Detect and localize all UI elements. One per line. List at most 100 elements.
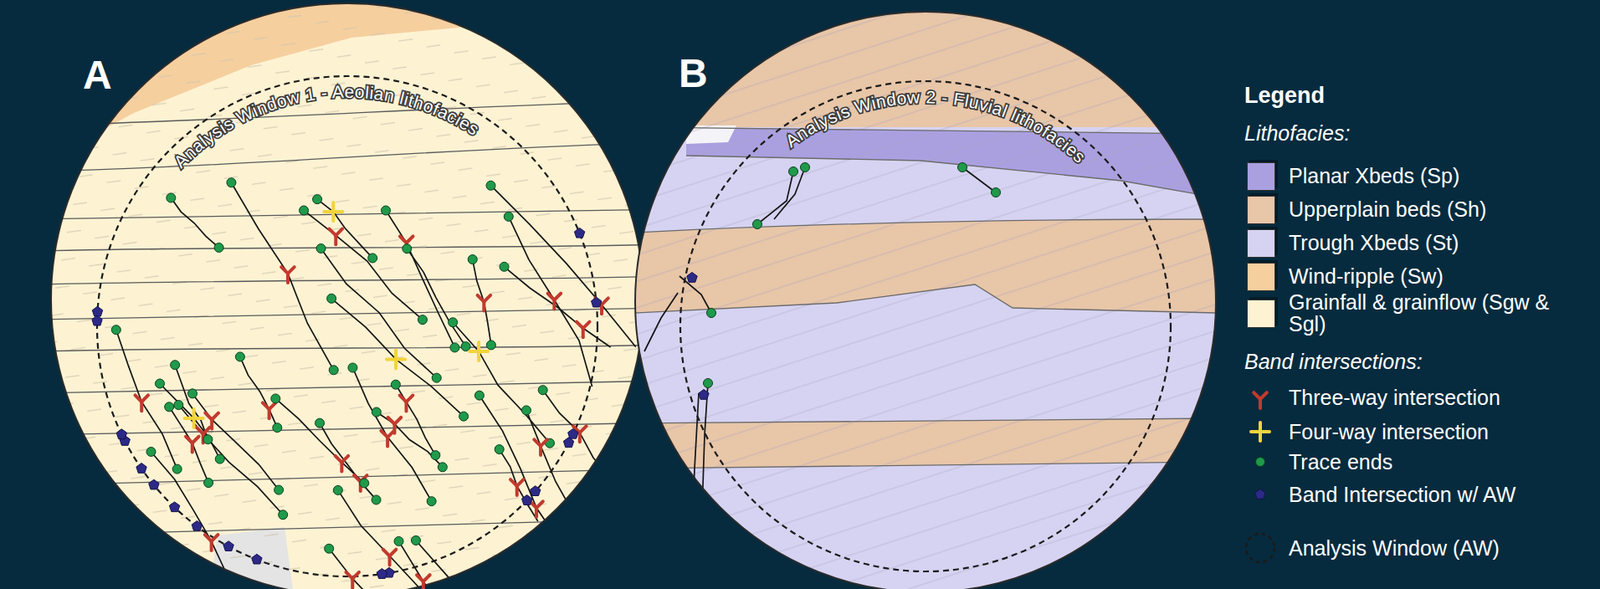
band-trace	[395, 384, 436, 456]
trace-end-dot	[467, 255, 477, 265]
legend-swatch	[1246, 229, 1276, 258]
arm	[583, 322, 590, 329]
trace-end-dot	[538, 385, 548, 395]
arm	[1260, 392, 1267, 400]
arm	[406, 235, 414, 243]
band-trace	[452, 322, 550, 443]
band-trace	[757, 171, 794, 225]
legend-text: Trough Xbeds (St)	[1288, 231, 1459, 254]
arm	[540, 439, 548, 447]
trace-end-dot	[503, 211, 513, 221]
trace-end-dot	[328, 365, 339, 375]
three-way-symbol	[185, 436, 200, 453]
trace-end-dot	[368, 253, 378, 263]
band-trace	[543, 389, 612, 480]
window-title: Analysis Window 1 - Aeolian lithofacies	[169, 82, 483, 172]
trace-end-dot	[146, 446, 156, 457]
band-trace	[169, 406, 209, 483]
trace-end-dot	[499, 261, 509, 272]
arm	[517, 479, 524, 487]
legend-heading: Band intersections:	[1244, 350, 1423, 373]
panel-outline	[635, 11, 1216, 589]
arm	[394, 417, 401, 425]
band-trace	[774, 167, 806, 220]
laminae	[635, 11, 1216, 589]
bounding-surface	[33, 380, 670, 394]
legend-swatch	[1246, 262, 1276, 292]
trace-end-dot	[235, 352, 245, 362]
arm	[141, 394, 149, 402]
aeolian-panel	[33, 0, 670, 589]
three-way-symbol	[533, 439, 548, 456]
band-trace	[962, 167, 996, 193]
legend-swatch	[1246, 162, 1276, 191]
three-way-symbol	[345, 572, 359, 589]
band-trace	[275, 398, 365, 483]
bounding-surface	[33, 518, 670, 536]
window-intersection-symbol	[1255, 489, 1266, 500]
window-intersection-symbol	[698, 389, 709, 400]
legend-swatch	[1246, 299, 1276, 329]
window-intersection-symbol	[687, 272, 698, 283]
analysis-panel: AAnalysis Window 1 - Aeolian lithofacies	[51, 3, 644, 589]
three-way-symbol	[205, 413, 219, 430]
legend-text: Band Intersection w/ AW	[1288, 483, 1516, 506]
arm	[352, 572, 359, 580]
trace-end-dot	[324, 543, 334, 554]
legend-text: Analysis Window (AW)	[1288, 537, 1500, 559]
trace-end-dot	[204, 478, 214, 488]
trace-end-dot	[459, 411, 469, 421]
arm	[476, 342, 481, 361]
arm	[483, 295, 491, 303]
band-trace	[479, 395, 560, 544]
arm	[211, 534, 219, 542]
window-intersection-symbol	[376, 569, 387, 580]
intersection-markers	[92, 163, 1001, 589]
window-intersection-symbol	[169, 502, 180, 513]
trace-end-dot	[327, 293, 337, 303]
window-intersection-symbol	[251, 553, 262, 565]
three-way-symbol	[380, 430, 395, 447]
window-intersection-symbol	[92, 306, 103, 317]
trough-xbeds	[635, 11, 1216, 589]
trace-end-dot	[271, 394, 281, 404]
band-trace	[319, 423, 377, 501]
three-way-symbol	[262, 402, 277, 419]
arm	[269, 402, 277, 410]
legend-symbol	[1241, 379, 1279, 416]
three-way-symbol	[281, 266, 295, 283]
trace-end-dot	[410, 535, 421, 545]
band-trace	[338, 490, 447, 589]
legend-text: Upperplain beds (Sh)	[1288, 198, 1487, 221]
bounding-surface	[33, 307, 670, 320]
trace-end-dot	[226, 178, 236, 188]
trace-end-dot	[448, 317, 458, 328]
trace-end-dot	[430, 451, 441, 461]
three-way-symbol	[576, 322, 590, 339]
trace-end-dot	[417, 315, 427, 325]
window-intersection-symbol	[148, 479, 159, 490]
three-way-symbol	[510, 479, 524, 496]
bed-boundaries	[635, 127, 1216, 469]
four-way-symbol	[1251, 422, 1270, 442]
band-trace	[406, 248, 466, 347]
title-path	[705, 102, 1146, 288]
three-way-symbol	[205, 534, 219, 551]
arm	[389, 549, 397, 557]
arm	[601, 297, 609, 305]
band-trace	[303, 210, 423, 321]
three-way-symbol	[548, 293, 562, 310]
panel-letter: B	[678, 53, 708, 94]
three-way-symbol	[328, 229, 343, 246]
band-trace	[178, 405, 283, 515]
window-title: Analysis Window 2 - Fluvial lithofacies	[781, 87, 1090, 167]
trace-end-dot	[172, 464, 182, 474]
trace-end-dot	[703, 379, 713, 389]
trace-end-dot	[426, 497, 436, 507]
window-intersection-symbol	[563, 437, 574, 448]
window-intersection-symbol	[191, 521, 202, 532]
trace-end-dot	[381, 205, 391, 216]
band-trace	[151, 451, 227, 575]
trace-end-dot	[299, 205, 309, 216]
trace-end-dot	[753, 220, 763, 230]
